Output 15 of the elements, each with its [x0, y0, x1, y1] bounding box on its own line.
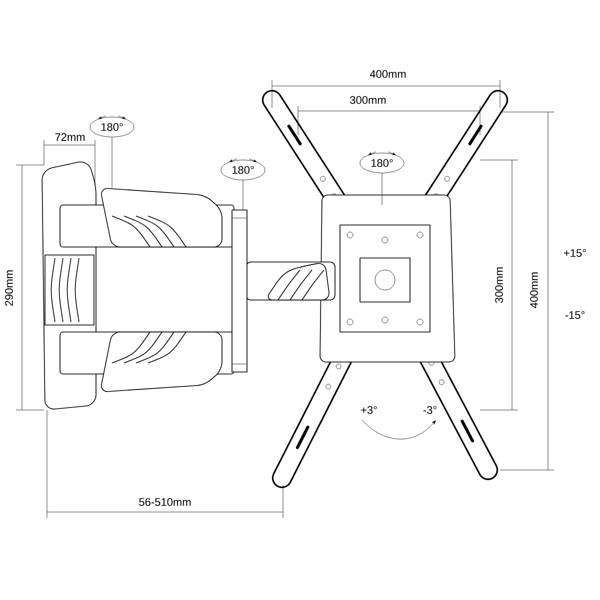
rotation-angle-oval: 180°: [90, 116, 134, 138]
dimension-label: 290mm: [5, 270, 13, 306]
dimension-label: 400mm: [530, 272, 538, 308]
rotation-angle-oval: 180°: [360, 152, 404, 174]
dimension-label: 300mm: [495, 267, 503, 303]
dimension-label: 300mm: [350, 96, 386, 104]
dimension-label: 400mm: [370, 70, 406, 78]
angle-label: +15°: [564, 249, 586, 257]
rotation-angle-oval: 180°: [220, 160, 266, 180]
angle-label: +3°: [361, 406, 377, 414]
leader-line: [242, 180, 244, 210]
angle-label: -3°: [423, 406, 436, 414]
angle-label: -15°: [565, 311, 584, 319]
dimension-label: 72mm: [55, 133, 85, 141]
dimension-label: 56-510mm: [139, 498, 191, 506]
